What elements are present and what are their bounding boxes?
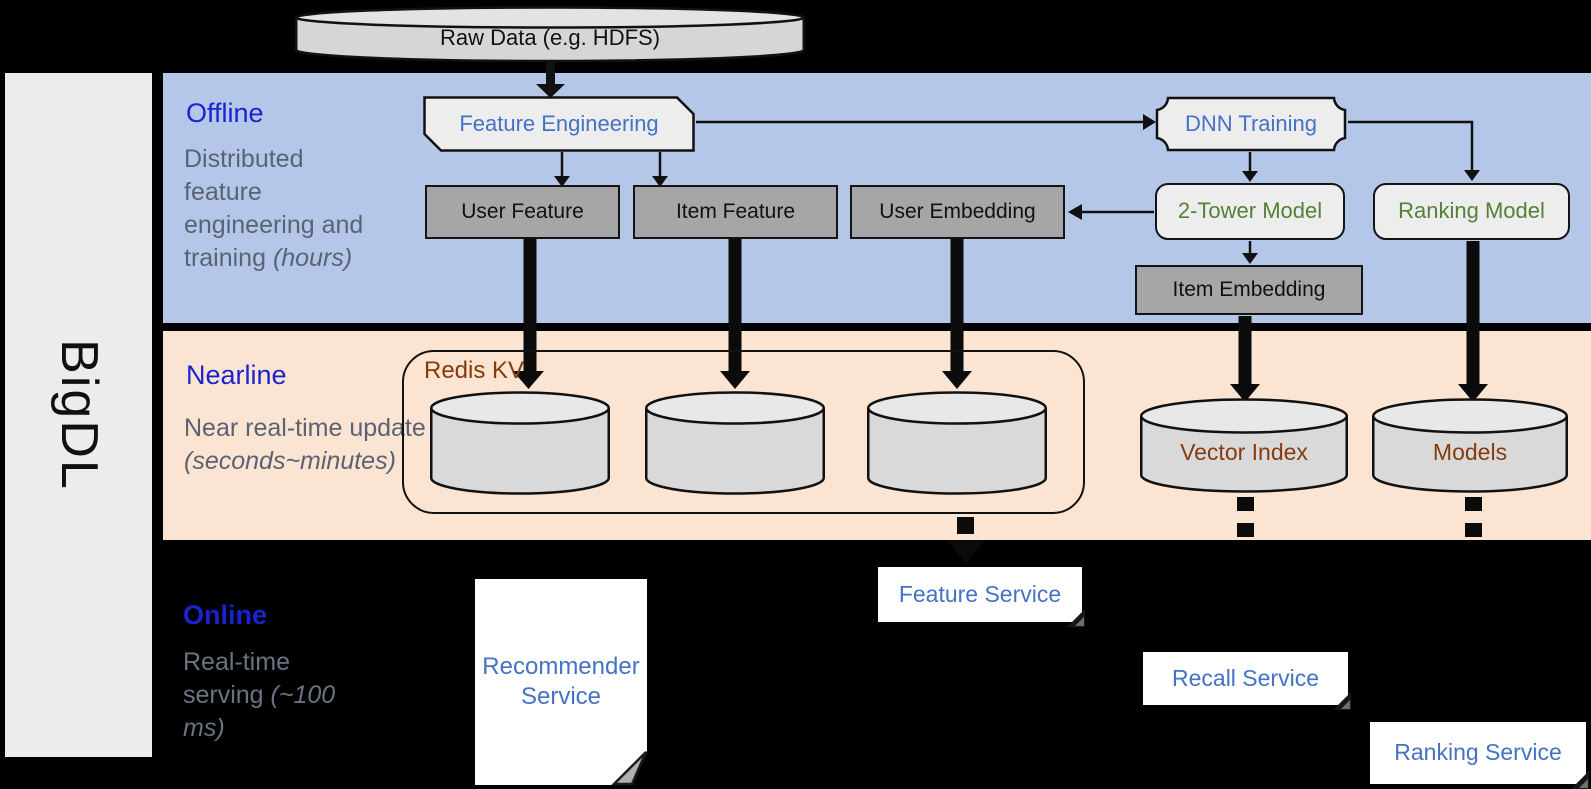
redis-kv-label: Redis KV <box>424 357 525 384</box>
redis-kv-container: Redis KV <box>402 350 1085 514</box>
offline-subtitle: Distributed feature engineering and trai… <box>184 143 380 275</box>
page-fold-icon <box>1067 609 1085 627</box>
cylinder-shape <box>1372 398 1568 493</box>
online-subtitle-note: (~100 ms) <box>183 681 336 742</box>
cylinder-shape <box>430 391 610 495</box>
dnn-training-label: DNN Training <box>1184 110 1318 136</box>
nearline-subtitle: Near real-time update (seconds~minutes) <box>184 412 446 478</box>
online-subtitle: Real-time serving (~100 ms) <box>183 646 361 745</box>
nearline-title: Nearline <box>186 360 287 390</box>
online-title: Online <box>183 600 268 630</box>
recall-service-label: Recall Service <box>1172 664 1319 691</box>
bigdl-sidebar: BigDL <box>5 73 152 757</box>
user-feature-label: User Feature <box>461 200 584 224</box>
item-feature-node: Item Feature <box>633 185 838 239</box>
item-embedding-label: Item Embedding <box>1172 278 1326 302</box>
cylinder-shape <box>295 6 805 63</box>
recommender-service-node: Recommender Service <box>475 579 647 785</box>
ranking-service-node: Ranking Service <box>1370 722 1589 789</box>
ranking-service-label: Ranking Service <box>1394 739 1562 766</box>
feature-service-node: Feature Service <box>878 567 1085 627</box>
item-feature-label: Item Feature <box>675 200 796 224</box>
cylinder-shape <box>1140 398 1348 493</box>
nearline-subtitle-note: (seconds~minutes) <box>184 447 396 475</box>
online-subtitle-text: Real-time serving <box>183 648 290 709</box>
page-fold-icon <box>1333 692 1351 710</box>
user-embedding-label: User Embedding <box>879 200 1036 224</box>
ranking-model-node: Ranking Model <box>1373 183 1570 240</box>
two-tower-model-label: 2-Tower Model <box>1177 198 1323 224</box>
cylinder-shape <box>645 391 825 495</box>
offline-subtitle-note: (hours) <box>272 244 353 272</box>
offline-subtitle-text: Distributed feature engineering and trai… <box>184 145 364 272</box>
nearline-subtitle-text: Near real-time update <box>184 414 426 442</box>
redis-cylinder-1 <box>430 391 610 495</box>
feature-service-label: Feature Service <box>898 580 1062 607</box>
models-store: Models <box>1372 398 1568 493</box>
vector-index-store: Vector Index <box>1140 398 1348 493</box>
recall-service-node: Recall Service <box>1143 652 1351 710</box>
user-embedding-node: User Embedding <box>850 185 1065 239</box>
page-fold-icon <box>1571 771 1589 789</box>
feature-engineering-node: Feature Engineering <box>423 96 695 152</box>
raw-data-label: Raw Data (e.g. HDFS) <box>439 25 661 51</box>
raw-data-store: Raw Data (e.g. HDFS) <box>295 6 805 63</box>
recommender-service-label: Recommender Service <box>475 579 647 785</box>
redis-cylinder-2 <box>645 391 825 495</box>
bigdl-logo-text: BigDL <box>49 339 108 491</box>
models-label: Models <box>1432 438 1508 465</box>
two-tower-model-node: 2-Tower Model <box>1155 183 1345 240</box>
vector-index-label: Vector Index <box>1180 438 1308 465</box>
item-embedding-node: Item Embedding <box>1135 265 1363 315</box>
snip-corner-shape <box>423 96 695 152</box>
redis-cylinder-3 <box>867 391 1047 495</box>
user-feature-node: User Feature <box>425 185 620 239</box>
offline-title: Offline <box>186 98 264 128</box>
cylinder-shape <box>867 391 1047 495</box>
ranking-model-label: Ranking Model <box>1398 198 1545 224</box>
feature-engineering-label: Feature Engineering <box>459 110 659 136</box>
plaque-shape <box>1155 96 1347 152</box>
dnn-training-node: DNN Training <box>1155 96 1347 152</box>
